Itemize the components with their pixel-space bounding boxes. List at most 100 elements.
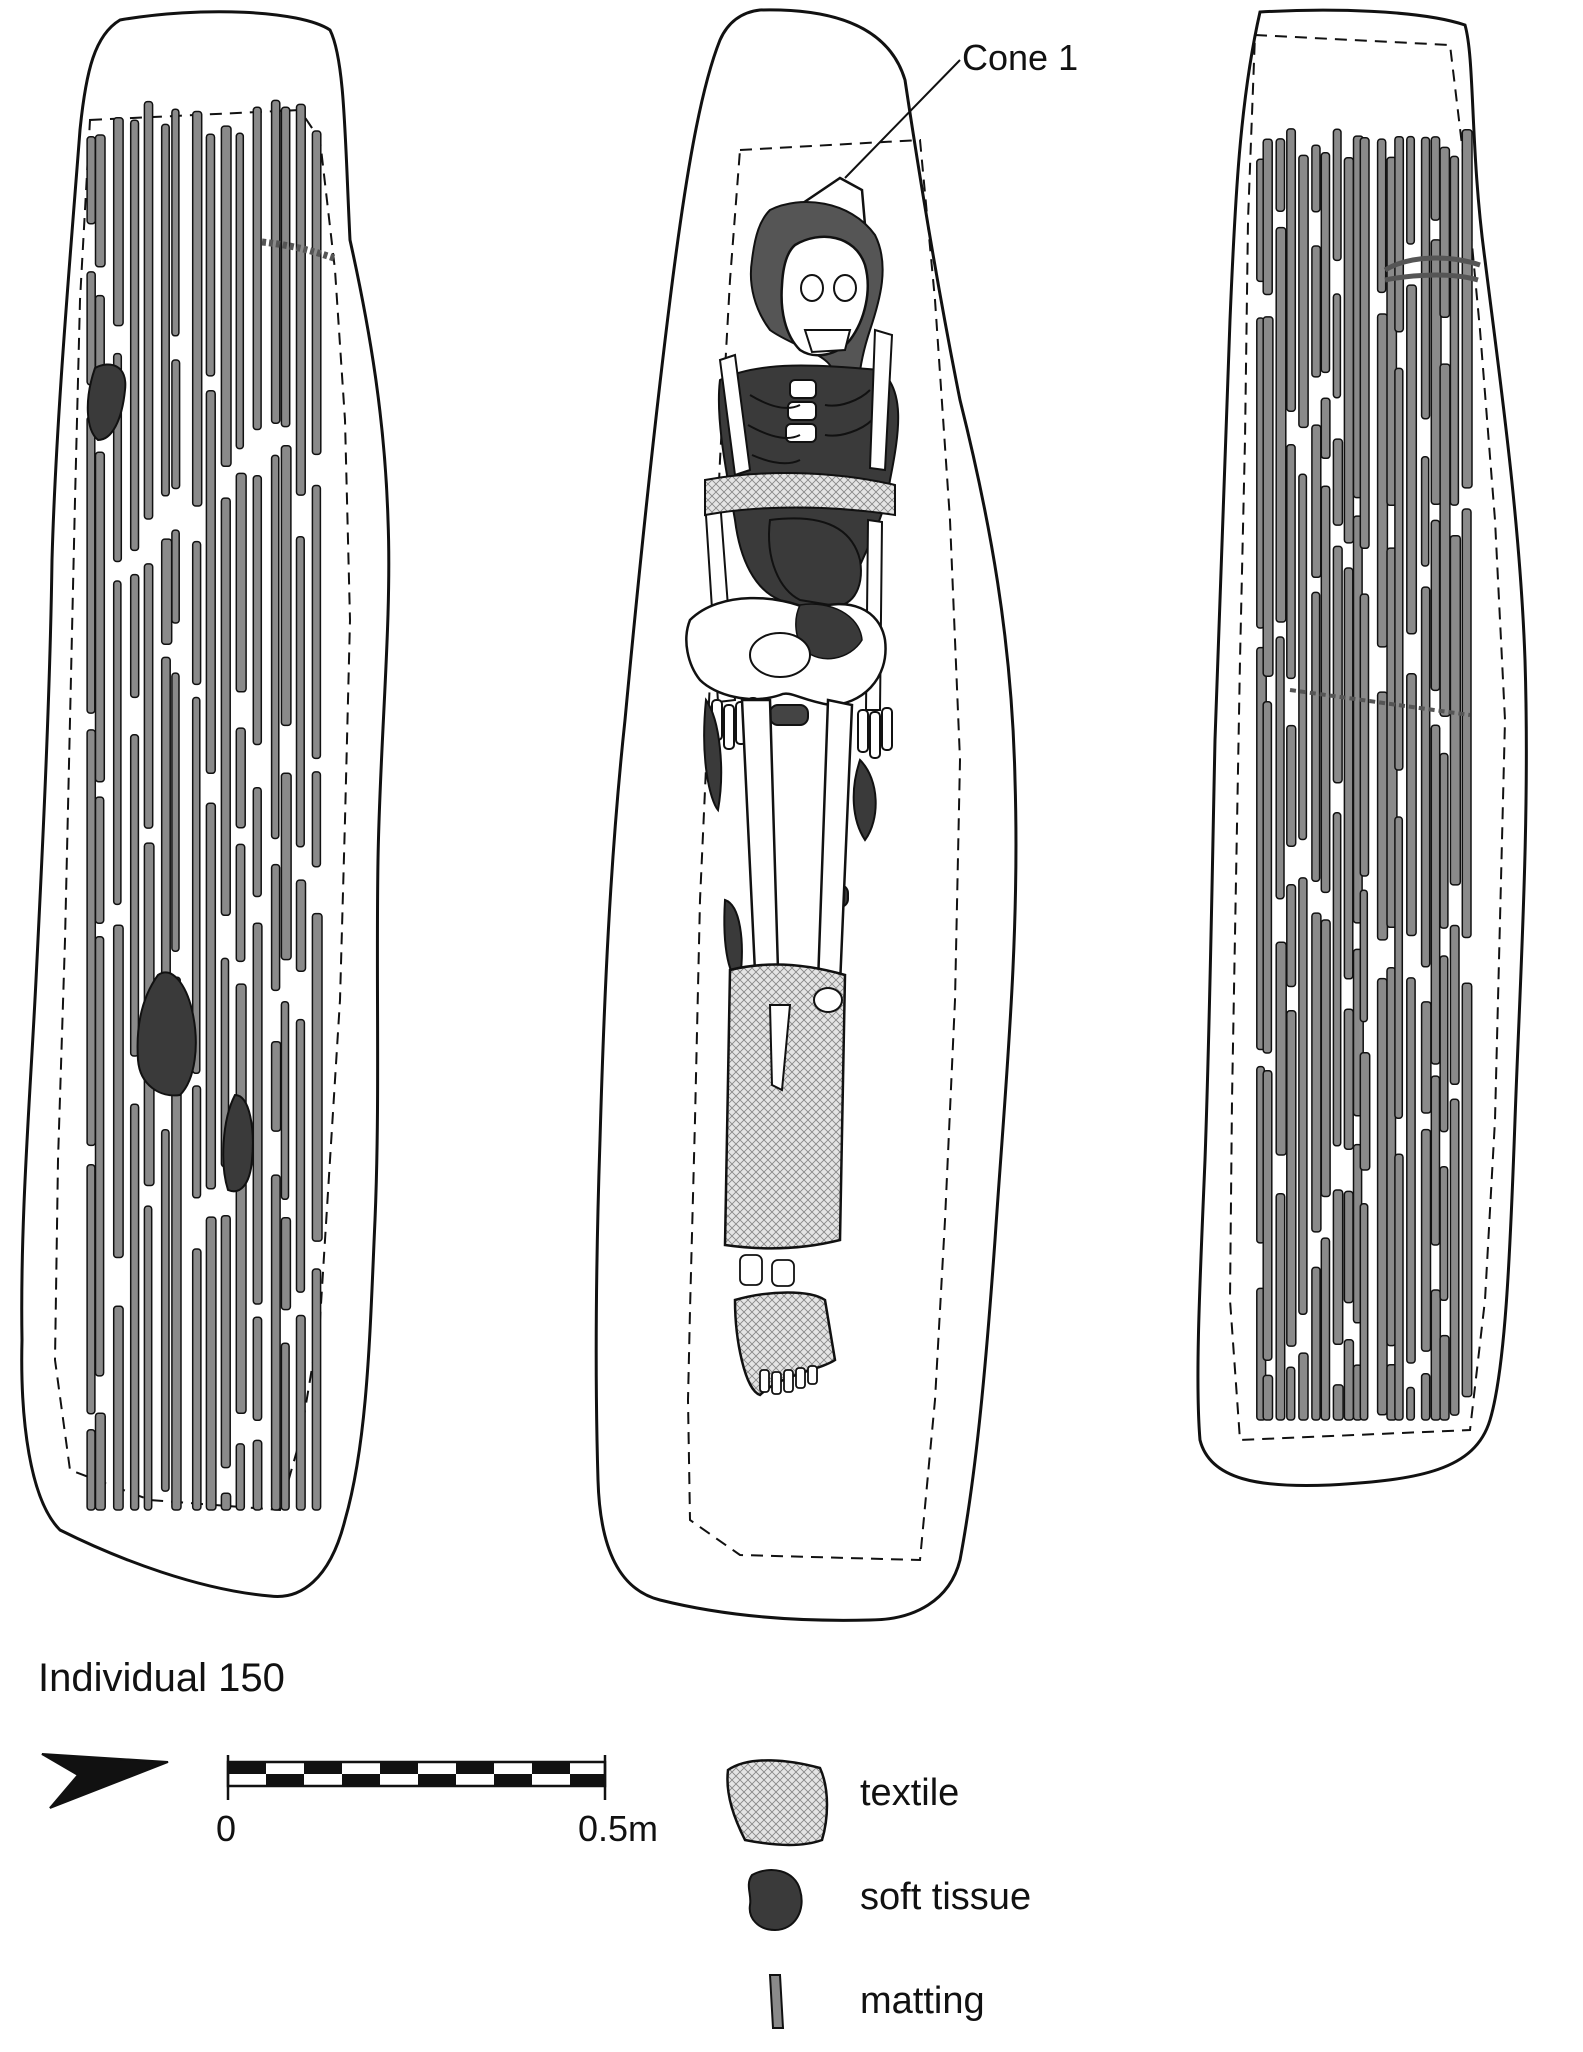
matting-strand <box>252 106 262 431</box>
matting-strand <box>311 484 322 760</box>
lower-torso-soft-tissue <box>768 517 862 607</box>
matting-strand <box>1394 1153 1404 1421</box>
matting-strand <box>1420 136 1431 420</box>
matting-strand <box>112 117 124 327</box>
matting-strand <box>1262 1069 1273 1361</box>
left-panel <box>20 10 391 1598</box>
matting-strand <box>171 108 180 337</box>
matting-strand <box>1420 456 1430 567</box>
matting-strand <box>1359 1052 1371 1171</box>
matting-strand <box>160 538 173 645</box>
matting-strand <box>1275 941 1287 1156</box>
matting-strand <box>1320 485 1331 894</box>
center-pit-outline <box>594 8 1018 1622</box>
matting-strand <box>311 912 323 1242</box>
matting-strand <box>1430 519 1441 692</box>
matting-strand <box>94 936 105 1377</box>
matting-strand <box>1343 1190 1354 1304</box>
matting-strand <box>1343 157 1355 544</box>
matting-strand <box>252 922 263 1305</box>
matting-strand <box>1320 397 1331 460</box>
matting-strand <box>1461 982 1473 1398</box>
matting-strand <box>280 772 292 961</box>
matting-strand <box>1449 534 1462 886</box>
matting-strand <box>94 134 106 268</box>
matting-strand <box>1320 152 1331 374</box>
matting-strand <box>1449 1098 1460 1416</box>
matting-strand <box>1430 1289 1442 1421</box>
matting-strand <box>1376 977 1388 1416</box>
matting-strand <box>86 729 97 1147</box>
matting-strand <box>280 1216 292 1311</box>
scale-bar <box>226 1755 607 1800</box>
matting-strand <box>1439 1334 1450 1421</box>
matting-strand <box>94 451 106 783</box>
cone-leader-line <box>844 59 961 179</box>
matting-strand <box>160 123 170 497</box>
matting-strand <box>1449 155 1460 506</box>
matting-strand <box>1439 1165 1449 1302</box>
legend-textile-label: textile <box>860 1772 960 1814</box>
matting-strand <box>86 1164 96 1415</box>
matting-strand <box>1439 146 1451 318</box>
matting-strand <box>171 1085 182 1511</box>
matting-strand <box>220 125 232 468</box>
matting-strand <box>1298 473 1308 841</box>
matting-strand <box>311 771 322 868</box>
matting-strand <box>1298 154 1309 429</box>
matting-strand <box>1406 135 1416 245</box>
matting-strand <box>1275 138 1286 212</box>
matting-strand <box>86 136 97 225</box>
matting-strand <box>205 802 217 1190</box>
left-cord <box>261 238 336 262</box>
legend-textile-swatch <box>726 1759 829 1847</box>
jaw <box>803 329 852 354</box>
right-dashed-boundary <box>1228 33 1507 1442</box>
scale-start-label: 0 <box>216 1808 237 1849</box>
matting-strand <box>252 1316 263 1422</box>
matting-strand <box>112 580 122 906</box>
legend-soft-tissue-label: soft tissue <box>860 1876 1032 1918</box>
scale-end-label: 0.5m <box>578 1808 659 1849</box>
left-thigh-soft-tissue <box>703 697 723 813</box>
sacrum <box>749 632 811 678</box>
matting-strand <box>1298 877 1308 1315</box>
matting-strand <box>1262 138 1273 296</box>
matting-strand <box>1343 567 1354 980</box>
matting-strand <box>1376 313 1389 648</box>
legend-matting-label: matting <box>860 1980 985 2022</box>
matting-strand <box>235 132 245 450</box>
matting-strand <box>171 672 180 952</box>
matting-strand <box>205 389 216 775</box>
matting-strand <box>1394 135 1405 333</box>
matting-strand <box>191 1085 202 1199</box>
matting-strand <box>1320 1237 1331 1421</box>
matting-strand <box>1332 545 1343 784</box>
matting-strand <box>1420 1373 1431 1421</box>
matting-strand <box>143 1205 153 1511</box>
cone-label: Cone 1 <box>962 37 1078 78</box>
matting-strand <box>1359 1203 1369 1421</box>
matting-strand <box>280 1000 290 1201</box>
matting-strand <box>86 271 96 386</box>
matting-strand <box>235 983 247 1415</box>
matting-strand <box>1332 293 1342 399</box>
matting-strand <box>171 529 180 624</box>
right-thigh-soft-tissue <box>852 758 877 842</box>
matting-strand <box>1420 1128 1432 1352</box>
right-knee <box>813 987 843 1013</box>
ribcage <box>747 379 873 465</box>
matting-strand <box>1262 701 1273 1054</box>
right-panel <box>1196 8 1528 1488</box>
matting-strand <box>1394 367 1404 771</box>
matting-strand <box>1394 816 1404 1119</box>
matting-strand <box>311 130 322 456</box>
matting-strand <box>1332 812 1342 1147</box>
matting-strand <box>235 1443 246 1511</box>
matting-strand <box>191 1248 202 1511</box>
right-humerus <box>868 328 894 472</box>
leg-textile <box>723 963 847 1250</box>
matting-strand <box>235 727 246 829</box>
matting-strand <box>1311 912 1322 1233</box>
matting-strand <box>1298 1352 1309 1421</box>
